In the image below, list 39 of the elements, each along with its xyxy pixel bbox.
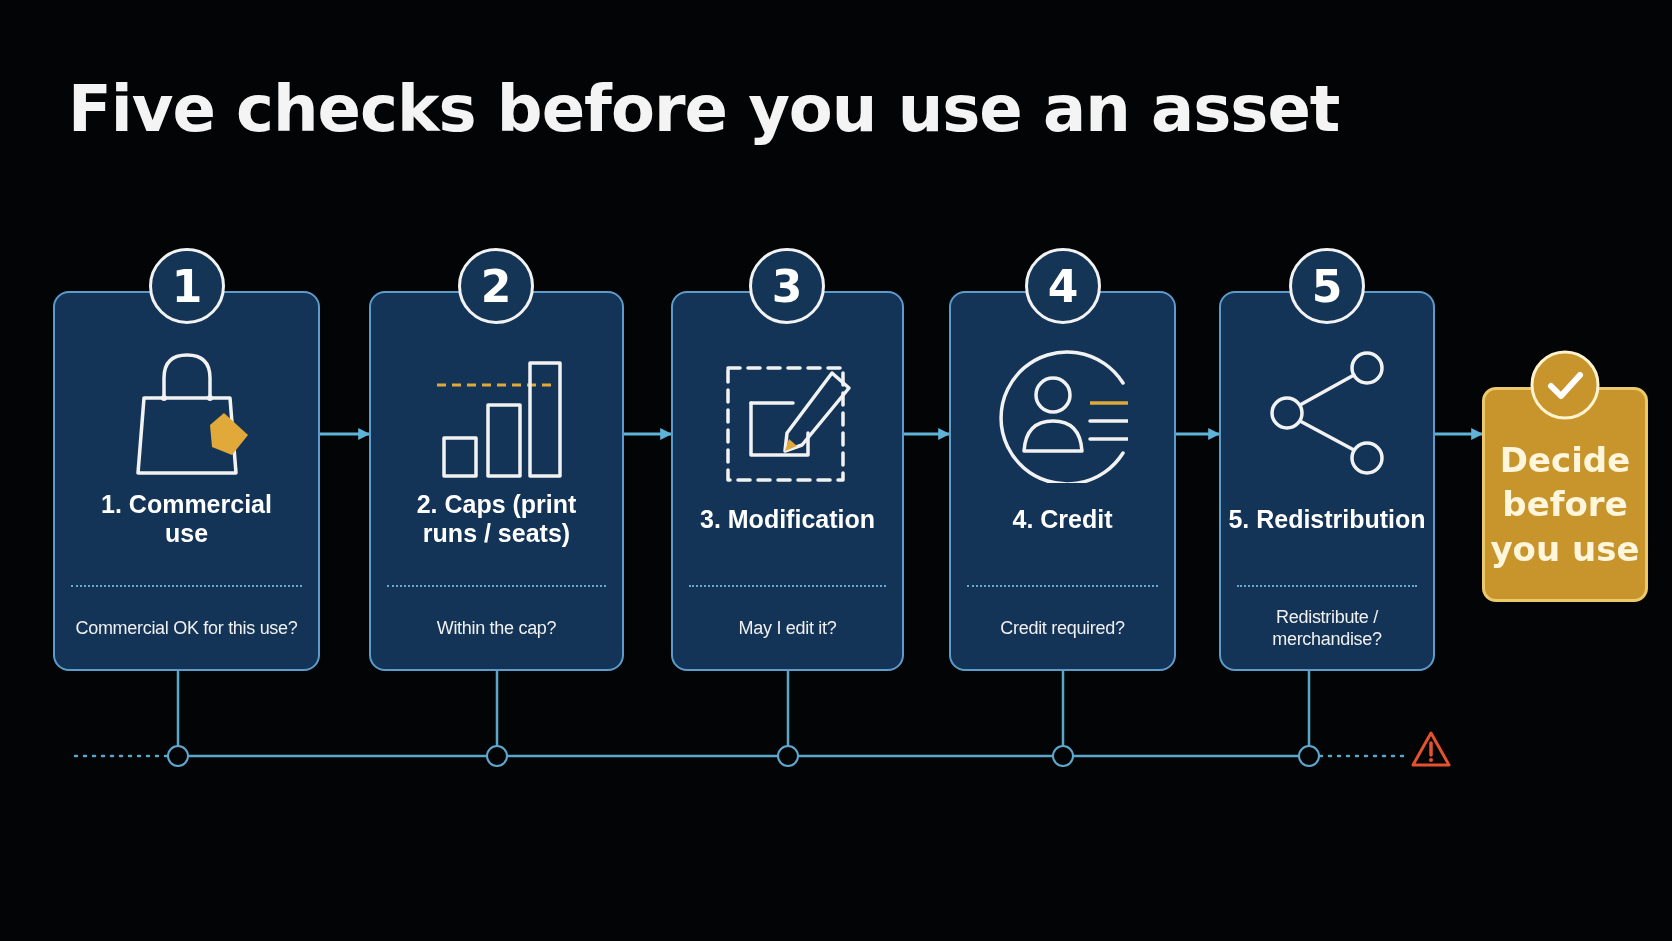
step-question: Commercial OK for this use? — [75, 616, 298, 640]
timeline-line — [1307, 669, 1311, 747]
timeline-line — [786, 669, 790, 747]
arrow — [318, 428, 371, 440]
step-title: 1. Commercial use — [100, 490, 273, 548]
decision-box — [1482, 387, 1648, 602]
step-title: 2. Caps (print runs / seats) — [415, 490, 578, 548]
timeline-line — [797, 754, 1054, 758]
arrow — [1433, 428, 1484, 440]
timeline-line — [187, 754, 488, 758]
timeline-line — [176, 669, 180, 747]
timeline-line — [73, 754, 169, 758]
timeline-line — [1061, 669, 1065, 747]
decision-label: Decide before you use — [1489, 439, 1641, 571]
timeline-node — [1052, 745, 1074, 767]
arrow — [1174, 428, 1221, 440]
step-question: Redistribute / merchandise? — [1271, 605, 1383, 651]
arrow — [622, 428, 673, 440]
number-badge: 2 — [458, 248, 534, 324]
number-badge: 4 — [1025, 248, 1101, 324]
timeline-node — [486, 745, 508, 767]
timeline-line — [1072, 754, 1300, 758]
title: Five checks before you use an asset — [68, 72, 1340, 146]
step-question: Within the cap? — [436, 616, 557, 640]
arrow — [902, 428, 951, 440]
step-question: May I edit it? — [738, 616, 837, 640]
timeline-line — [495, 669, 499, 747]
timeline-node — [777, 745, 799, 767]
step-question: Credit required? — [1000, 616, 1125, 640]
number-badge: 1 — [149, 248, 225, 324]
step-title: 3. Modification — [700, 504, 875, 534]
warning-icon — [1410, 730, 1452, 768]
timeline-node — [167, 745, 189, 767]
timeline-line — [506, 754, 779, 758]
number-badge: 5 — [1289, 248, 1365, 324]
number-badge: 3 — [749, 248, 825, 324]
step-title: 5. Redistribution — [1228, 504, 1426, 534]
timeline-node — [1298, 745, 1320, 767]
step-title: 4. Credit — [1012, 504, 1113, 534]
